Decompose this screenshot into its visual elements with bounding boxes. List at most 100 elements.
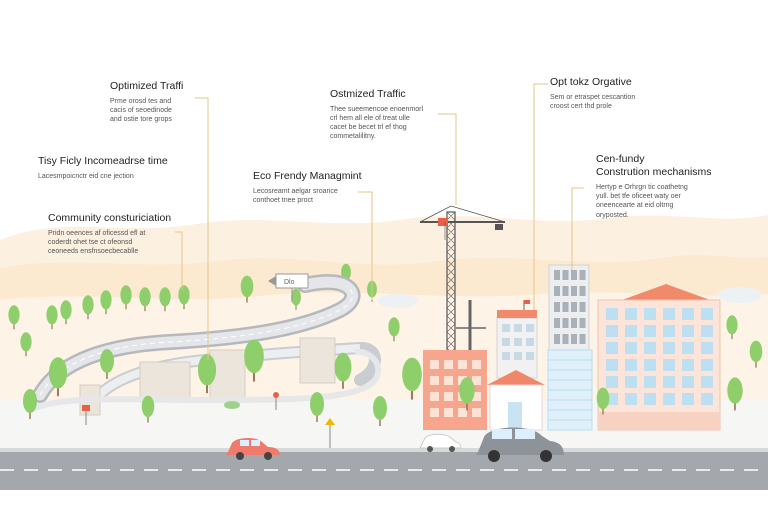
callout-line: conthoet tnee proct: [253, 197, 313, 205]
tree: [82, 295, 94, 320]
window: [644, 376, 656, 388]
tree-row-front: [23, 339, 743, 426]
window: [606, 308, 618, 320]
tree: [197, 354, 217, 394]
window: [644, 325, 656, 337]
window: [663, 359, 675, 371]
window: [663, 342, 675, 354]
window: [571, 286, 577, 296]
window: [472, 408, 481, 417]
callout-line: Thee sueemencoe enoenmorl: [330, 106, 424, 114]
window: [458, 360, 467, 369]
street-details: [82, 392, 335, 450]
window: [526, 338, 534, 346]
window: [444, 360, 453, 369]
window: [502, 324, 510, 332]
window: [502, 338, 510, 346]
callout-title: Community consturiciation: [48, 212, 172, 224]
callout-traffic-time: Tisy Ficly Incomeadrse time Lacesmpoicnc…: [38, 155, 188, 181]
callout-line: cacis of seoedinode: [110, 107, 172, 115]
window: [606, 342, 618, 354]
window: [554, 286, 560, 296]
window: [682, 393, 694, 405]
tree: [291, 288, 301, 310]
main-road: [0, 448, 768, 512]
buildings: [423, 264, 721, 431]
callout-line: croost cert thd prole: [550, 103, 612, 111]
tree: [749, 340, 763, 368]
tree: [334, 352, 352, 389]
window: [502, 352, 510, 360]
window: [625, 376, 637, 388]
callout-line: and ostie tore grops: [110, 116, 172, 124]
callout-community-construction: Community consturiciation Pridn oeences …: [48, 212, 178, 256]
elevated-highway: [28, 274, 382, 416]
window: [514, 352, 522, 360]
window: [562, 318, 569, 328]
callout-line: Lecosreamt aelgar sroance: [253, 188, 338, 196]
window: [701, 308, 713, 320]
window: [625, 342, 637, 354]
callout-line: Sem or etraspet cescantion: [550, 94, 636, 102]
window: [701, 359, 713, 371]
window: [579, 334, 586, 344]
window: [430, 408, 439, 417]
callout-body: Lecosreamt aelgar sroance conthoet tnee …: [253, 187, 363, 205]
red-car: [226, 437, 280, 460]
window: [526, 324, 534, 332]
callout-title: Tisy Ficly Incomeadrse time: [38, 155, 168, 167]
callout-line: Hertyp e Orhrgn tic coathetng: [596, 184, 688, 192]
window: [682, 325, 694, 337]
tree: [100, 290, 112, 315]
tree: [60, 300, 72, 325]
billboard-text: Dlo: [284, 279, 295, 286]
tree: [120, 285, 132, 310]
window: [562, 302, 569, 312]
callout-line: oryposted.: [596, 211, 629, 219]
callout-leaders: [175, 83, 584, 360]
window: [458, 408, 467, 417]
callout-body: Thee sueemencoe enoenmorl crl hem all el…: [330, 105, 440, 141]
window: [571, 334, 577, 344]
tree: [244, 339, 264, 382]
window: [554, 302, 560, 312]
window: [444, 408, 453, 417]
window: [579, 270, 586, 280]
window: [514, 338, 522, 346]
callout-title-line-2: Constrution mechanisms: [596, 166, 712, 179]
callout-optimized-traffic-center: Ostmized Traffic Thee sueemencoe enoenmo…: [330, 88, 440, 142]
tree: [139, 287, 151, 312]
callout-title: Eco Frendy Managmint: [253, 170, 362, 182]
tree: [100, 349, 114, 379]
window: [682, 359, 694, 371]
tree: [159, 287, 171, 312]
callout-title: Ostmized Traffic: [330, 88, 406, 100]
callout-body: Prme orosd tes and cacis of seoedinode a…: [110, 97, 205, 124]
tree: [726, 315, 738, 340]
window: [579, 302, 586, 312]
window: [644, 393, 656, 405]
callout-body: Lacesmpoicnctr eid cne jection: [38, 172, 188, 181]
window: [663, 325, 675, 337]
callout-line: commetalilitny.: [330, 133, 376, 141]
callout-body: Pridn oeences af oficessd efl at coderdt…: [48, 229, 178, 256]
callout-eco-friendly-management: Eco Frendy Managmint Lecosreamt aelgar s…: [253, 170, 363, 205]
window: [682, 376, 694, 388]
callout-line: oneencearte at eid oltrng: [596, 202, 674, 210]
tree: [596, 387, 610, 415]
callout-body: Sem or etraspet cescantion croost cert t…: [550, 93, 660, 111]
window: [554, 270, 560, 280]
callout-line: cacet be becet trl ef thog: [330, 124, 407, 132]
window: [554, 334, 560, 344]
window: [430, 376, 439, 385]
window: [430, 360, 439, 369]
tree: [46, 305, 58, 330]
tree: [373, 396, 387, 426]
tree: [48, 357, 68, 397]
tree: [727, 377, 743, 411]
billboard-sign: Dlo: [268, 273, 309, 302]
tree: [23, 389, 37, 419]
tree: [141, 395, 155, 423]
window: [682, 342, 694, 354]
callout-line: ceoneeds ensfnsoecbecablle: [48, 248, 139, 256]
